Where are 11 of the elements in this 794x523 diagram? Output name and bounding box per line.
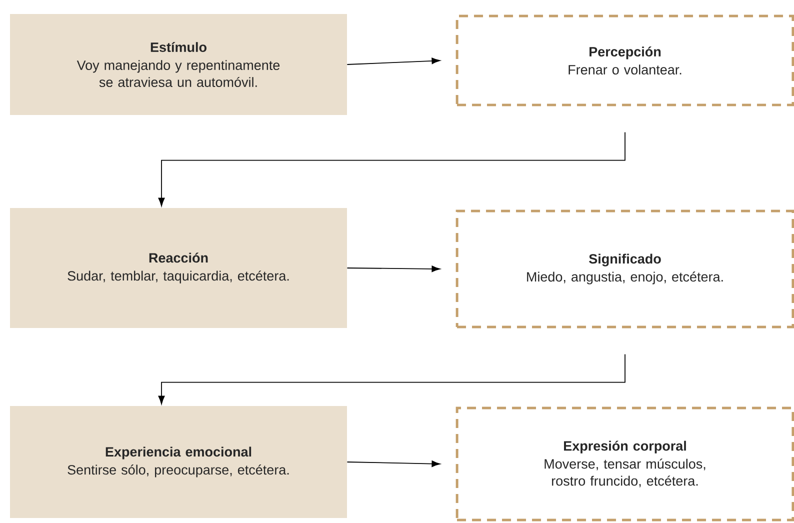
arrow: [346, 58, 440, 65]
dashed-box: Expresión corporal Moverse, tensar músculos, rostro fruncido, etcétera.: [456, 406, 794, 522]
process-box: Experiencia emocional Sentirse sólo, preocuparse, etcétera.: [10, 406, 347, 518]
dashed-box: Significado Miedo, angustia, enojo, etcétera.: [456, 210, 794, 328]
process-box: Reacción Sudar, temblar, taquicardia, etcétera.: [10, 208, 347, 328]
arrow: [346, 266, 440, 272]
arrow: [158, 354, 626, 404]
arrow: [346, 460, 440, 467]
dashed-box: Percepción Frenar o volantear.: [456, 14, 794, 106]
arrow: [158, 132, 626, 206]
process-box: Estímulo Voy manejando y repentinamente se atraviesa un automóvil.: [10, 14, 347, 115]
